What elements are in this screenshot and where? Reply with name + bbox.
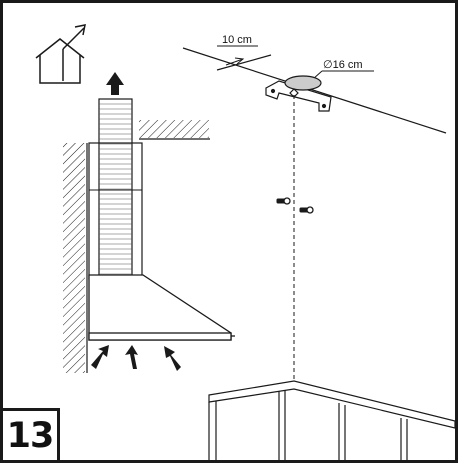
house-vent-icon [35, 24, 86, 84]
wall-section [63, 143, 88, 373]
bracket-offset-label: 10 cm [222, 34, 252, 46]
ceiling-plane [182, 47, 447, 134]
ceiling-slab [139, 120, 210, 140]
step-number: 13 [6, 415, 55, 456]
cabinet-worktop [208, 380, 455, 460]
installation-diagram: 10 cm ∅16 cm [35, 24, 455, 460]
duct-diameter-dimension [312, 70, 374, 80]
mounting-bracket [265, 75, 332, 112]
chimney-cover [88, 98, 143, 280]
duct-diameter-label: ∅16 cm [323, 59, 363, 71]
cooker-hood [88, 274, 235, 341]
step-number-box: 13 [0, 408, 60, 463]
intake-arrow-icon [91, 345, 181, 371]
wall-screws [276, 197, 314, 214]
up-arrow-icon [106, 72, 124, 95]
bracket-offset-dimension [217, 45, 258, 66]
